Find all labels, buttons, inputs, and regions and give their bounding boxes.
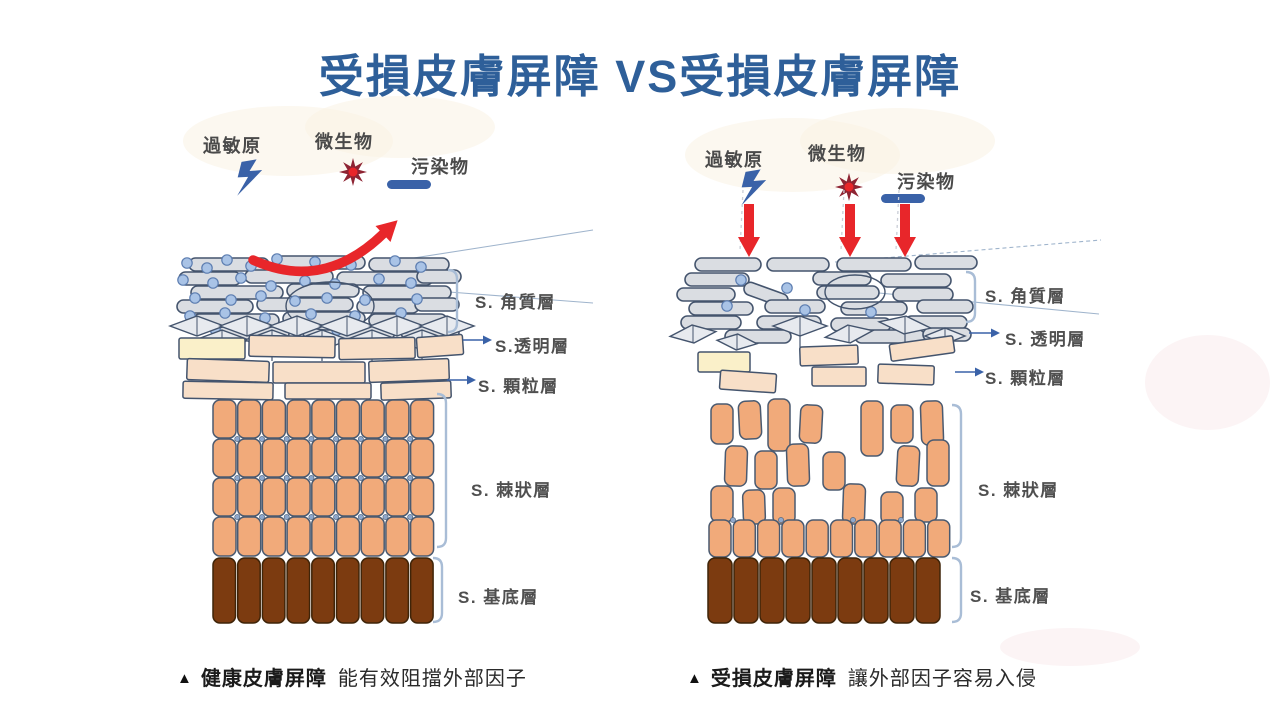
background-halo [800, 108, 995, 174]
layer-label-granulosum: S. 顆粒層 [478, 377, 559, 396]
red-arrows [738, 189, 916, 257]
caption-healthy: ▲ 健康皮膚屏障能有效阻擋外部因子 [177, 662, 527, 691]
pollutant-icon [387, 180, 431, 189]
threat-label-pollutant: 污染物 [897, 172, 956, 192]
background-halo [305, 96, 495, 158]
caption-name: 受損皮膚屏障 [710, 668, 837, 690]
caption-damaged: ▲ 受損皮膚屏障讓外部因子容易入侵 [687, 662, 1037, 691]
skin-diagram-healthy [167, 158, 594, 624]
threat-icons [741, 169, 925, 206]
layer-brackets [951, 270, 1000, 624]
stratum-basale-bricks [707, 557, 941, 624]
threat-label-microbe: 微生物 [808, 144, 867, 164]
layer-label-granulosum: S. 顆粒層 [985, 369, 1066, 388]
threat-label-microbe: 微生物 [315, 132, 374, 152]
threat-label-allergen: 過敏原 [203, 136, 262, 156]
stratum-granulosum-bricks [697, 335, 956, 394]
leader-lines [400, 229, 594, 304]
deflect-arrow [248, 229, 388, 277]
stratum-spinosum-bricks [708, 398, 951, 558]
layer-label-basale: S. 基底層 [970, 587, 1051, 606]
triangle-marker: ▲ [177, 670, 192, 687]
caption-description: 能有效阻擋外部因子 [337, 668, 527, 690]
threat-label-pollutant: 污染物 [411, 157, 470, 177]
lightning-icon [741, 169, 767, 206]
red-arrows [248, 220, 398, 277]
layer-label-corneum: S. 角質層 [985, 287, 1066, 306]
page-title: 受損皮膚屏障 VS受損皮膚屏障 [318, 51, 962, 102]
layer-label-spinosum: S. 棘狀層 [471, 481, 552, 500]
stratum-basale-bricks [212, 557, 434, 624]
layer-label-lucidum: S. 透明層 [1005, 330, 1086, 349]
layer-label-basale: S. 基底層 [458, 588, 539, 607]
stratum-granulosum-bricks [178, 333, 465, 401]
panel-healthy: 過敏原 微生物 污染物 S. 角質層 S.透明層 S. 顆粒層 S. 棘狀層 S… [165, 96, 640, 710]
pollutant-icon [881, 194, 925, 203]
threat-label-allergen: 過敏原 [705, 150, 764, 170]
layer-label-corneum: S. 角質層 [475, 293, 556, 312]
caption-description: 讓外部因子容易入侵 [847, 668, 1037, 690]
layer-label-spinosum: S. 棘狀層 [978, 481, 1059, 500]
skin-diagram-damaged [668, 169, 1102, 624]
layer-label-lucidum: S.透明層 [495, 337, 570, 356]
stratum-corneum-pills [676, 255, 978, 344]
stratum-spinosum-bricks [212, 399, 435, 557]
caption-name: 健康皮膚屏障 [200, 668, 327, 690]
background-smudge [1145, 335, 1270, 430]
layer-brackets [432, 268, 492, 624]
background-smudge [1000, 628, 1140, 666]
triangle-marker: ▲ [687, 670, 702, 687]
lightning-icon [237, 159, 263, 196]
panel-damaged: 過敏原 微生物 污染物 S. 角質層 S. 透明層 S. 顆粒層 S. 棘狀層 … [665, 108, 1140, 710]
threat-icons [237, 158, 431, 196]
